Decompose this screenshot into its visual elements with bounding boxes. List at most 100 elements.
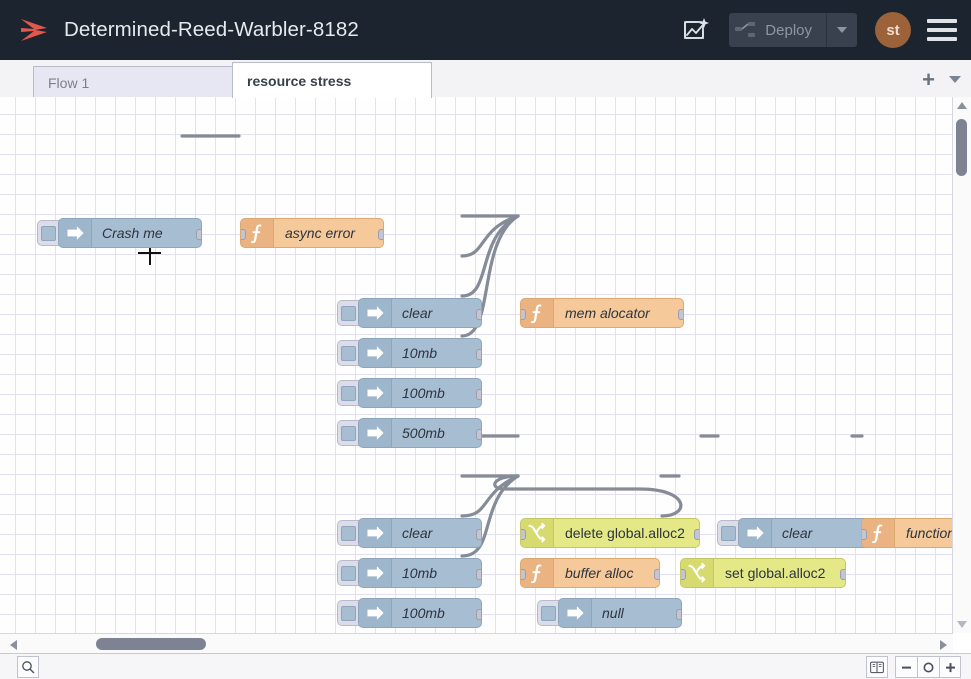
node-output-port[interactable] (678, 309, 684, 320)
vertical-scrollbar-thumb[interactable] (956, 119, 967, 176)
flow-node-function-n2[interactable]: async error (240, 218, 384, 248)
flow-node-inject-n1[interactable]: Crash me (37, 218, 202, 248)
deploy-button[interactable]: Deploy (729, 13, 857, 47)
node-input-port[interactable] (520, 309, 526, 320)
node-label: delete global.alloc2 (554, 525, 699, 541)
add-flow-button[interactable]: + (922, 69, 935, 91)
node-body[interactable]: mem alocator (520, 298, 684, 328)
node-red-logo[interactable] (8, 17, 60, 43)
triangle-right-icon[interactable] (940, 640, 947, 650)
node-body[interactable]: delete global.alloc2 (520, 518, 700, 548)
node-body[interactable]: buffer alloc (520, 558, 660, 588)
flow-node-inject-n5[interactable]: 100mb (337, 378, 482, 408)
node-body[interactable]: 10mb (358, 558, 482, 588)
inject-trigger-button[interactable] (337, 300, 359, 326)
inject-trigger-button[interactable] (337, 560, 359, 586)
inject-arrow-icon (359, 378, 392, 408)
page-title: Determined-Reed-Warbler-8182 (64, 18, 359, 42)
zoom-controls (866, 656, 971, 678)
node-label: set global.alloc2 (714, 565, 839, 581)
node-label: null (592, 605, 636, 621)
inject-trigger-button[interactable] (337, 380, 359, 406)
inject-trigger-button[interactable] (717, 520, 739, 546)
zoom-out-button[interactable] (895, 656, 917, 678)
node-output-port[interactable] (476, 349, 482, 360)
flow-node-inject-n15[interactable]: clear (717, 518, 872, 548)
node-output-port[interactable] (476, 609, 482, 620)
node-output-port[interactable] (476, 529, 482, 540)
canvas-vertical-scrollbar[interactable] (952, 97, 971, 633)
triangle-left-icon[interactable] (10, 640, 17, 650)
inject-trigger-button[interactable] (337, 420, 359, 446)
node-output-port[interactable] (476, 429, 482, 440)
navigator-button[interactable] (866, 656, 888, 678)
avatar[interactable]: st (875, 12, 911, 48)
inject-button-square (41, 226, 56, 241)
tab-flow-1[interactable]: Flow 1 (33, 66, 233, 98)
triangle-up-icon[interactable] (957, 102, 967, 109)
node-output-port[interactable] (476, 309, 482, 320)
node-body[interactable]: set global.alloc2 (680, 558, 846, 588)
flow-node-inject-n8[interactable]: clear (337, 518, 482, 548)
tab-resource-stress[interactable]: resource stress (232, 62, 432, 98)
node-body[interactable]: clear (358, 518, 482, 548)
hamburger-menu-icon[interactable] (927, 19, 957, 41)
node-output-port[interactable] (476, 569, 482, 580)
node-input-port[interactable] (861, 529, 867, 540)
deploy-button-label: Deploy (763, 22, 826, 39)
node-output-port[interactable] (840, 569, 846, 580)
node-input-port[interactable] (240, 229, 246, 240)
flow-node-inject-n14[interactable]: null (537, 598, 682, 628)
canvas-horizontal-scrollbar[interactable] (0, 633, 953, 654)
node-body[interactable]: async error (240, 218, 384, 248)
node-label: clear (392, 305, 444, 321)
node-label: async error (274, 225, 369, 241)
inject-button-square (541, 606, 556, 621)
zoom-reset-button[interactable] (917, 656, 939, 678)
node-input-port[interactable] (520, 569, 526, 580)
node-output-port[interactable] (676, 609, 682, 620)
node-body[interactable]: Crash me (58, 218, 202, 248)
node-body[interactable]: clear (738, 518, 872, 548)
flow-node-inject-n6[interactable]: 500mb (337, 418, 482, 448)
inject-trigger-button[interactable] (337, 520, 359, 546)
node-output-port[interactable] (196, 229, 202, 240)
inject-trigger-button[interactable] (337, 340, 359, 366)
horizontal-scrollbar-thumb[interactable] (96, 638, 206, 650)
node-body[interactable]: 100mb (358, 378, 482, 408)
inject-button-square (341, 426, 356, 441)
inject-trigger-button[interactable] (537, 600, 559, 626)
search-button[interactable] (17, 656, 39, 678)
node-output-port[interactable] (476, 389, 482, 400)
flow-list-chevron-down-icon[interactable] (949, 76, 961, 83)
node-output-port[interactable] (654, 569, 660, 580)
inject-arrow-icon (739, 518, 772, 548)
node-body[interactable]: null (558, 598, 682, 628)
node-input-port[interactable] (520, 529, 526, 540)
flow-node-inject-n4[interactable]: 10mb (337, 338, 482, 368)
flow-node-inject-n3[interactable]: clear (337, 298, 482, 328)
flow-node-function-n13[interactable]: buffer alloc (520, 558, 660, 588)
node-body[interactable]: 100mb (358, 598, 482, 628)
flow-node-inject-n10[interactable]: 100mb (337, 598, 482, 628)
inject-trigger-button[interactable] (337, 600, 359, 626)
flow-node-change-n12[interactable]: delete global.alloc2 (520, 518, 700, 548)
deploy-dropdown-button[interactable] (826, 13, 857, 47)
node-body[interactable]: clear (358, 298, 482, 328)
node-output-port[interactable] (694, 529, 700, 540)
flow-canvas[interactable]: Crash me async error clear 10mb 100mb 500mb me… (0, 97, 953, 633)
flow-node-function-n7[interactable]: mem alocator (520, 298, 684, 328)
node-body[interactable]: 10mb (358, 338, 482, 368)
node-input-port[interactable] (680, 569, 686, 580)
node-body[interactable]: 500mb (358, 418, 482, 448)
node-label: buffer alloc (554, 565, 647, 581)
zoom-in-button[interactable] (939, 656, 961, 678)
inject-arrow-icon (559, 598, 592, 628)
flow-magic-button[interactable] (673, 8, 719, 52)
flow-node-inject-n9[interactable]: 10mb (337, 558, 482, 588)
node-label: 10mb (392, 345, 449, 361)
node-output-port[interactable] (378, 229, 384, 240)
inject-trigger-button[interactable] (37, 220, 59, 246)
flow-node-change-n16[interactable]: set global.alloc2 (680, 558, 846, 588)
triangle-down-icon[interactable] (957, 621, 967, 628)
